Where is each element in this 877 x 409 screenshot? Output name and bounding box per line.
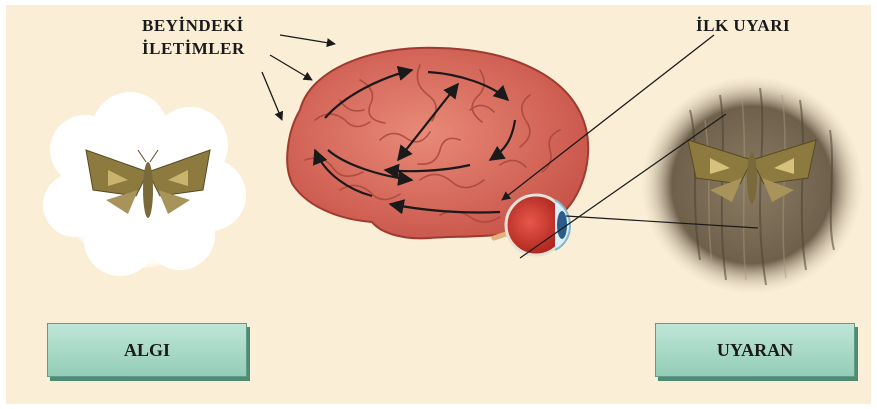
stimulus-box: UYARAN [655, 323, 855, 377]
brain-transmissions-line1: BEYİNDEKİ [142, 14, 245, 37]
brain-transmissions-label: BEYİNDEKİ İLETİMLER [142, 14, 245, 60]
perception-box: ALGI [47, 323, 247, 377]
first-stimulus-label: İLK UYARI [696, 16, 790, 36]
brain-transmissions-line2: İLETİMLER [142, 37, 245, 60]
